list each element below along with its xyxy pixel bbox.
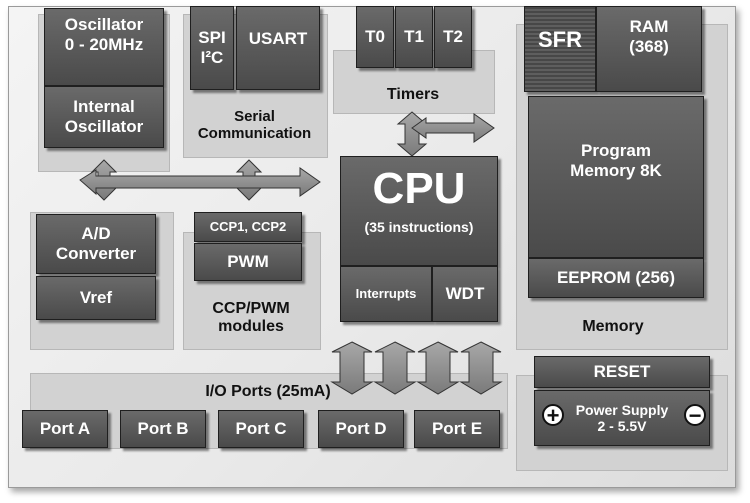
port-e-chip: Port E <box>414 410 500 448</box>
ram-chip: RAM (368) <box>596 6 702 92</box>
adc-label-1: A/D <box>81 224 111 244</box>
serial-caption-2: Communication <box>197 125 312 143</box>
ccp-chip: CCP1, CCP2 <box>194 212 302 242</box>
internal-oscillator-label-2: Oscillator <box>64 117 144 136</box>
internal-oscillator-label-1: Internal <box>73 97 135 117</box>
vref-chip: Vref <box>36 276 156 320</box>
pwm-label: PWM <box>227 252 269 272</box>
power-supply-label-1: Power Supply <box>575 401 669 418</box>
plus-icon: + <box>542 404 564 427</box>
main-bus-arrow <box>79 167 321 197</box>
interrupts-label: Interrupts <box>355 285 417 301</box>
spi-label: SPI <box>198 28 226 48</box>
eeprom-label: EEPROM (256) <box>556 268 676 288</box>
minus-icon: − <box>684 404 706 427</box>
oscillator-label-1: Oscillator <box>64 15 144 34</box>
port-e-label: Port E <box>431 419 483 439</box>
ram-label-1: RAM <box>629 17 669 36</box>
ram-label-2: (368) <box>629 36 669 56</box>
port-a-label: Port A <box>39 419 91 439</box>
program-memory-chip: Program Memory 8K <box>528 96 704 258</box>
port-d-chip: Port D <box>318 410 404 448</box>
i2c-label: I²C <box>200 48 224 67</box>
timer-t1-label: T1 <box>404 27 424 47</box>
spi-i2c-chip: SPI I²C <box>190 6 234 90</box>
cpu-title: CPU <box>372 164 466 213</box>
port-c-chip: Port C <box>218 410 304 448</box>
memory-caption: Memory <box>582 318 644 335</box>
program-memory-label-1: Program <box>581 141 651 160</box>
oscillator-chip: Oscillator 0 - 20MHz <box>44 8 164 86</box>
timer-t1-chip: T1 <box>395 6 433 68</box>
program-memory-label-2: Memory 8K <box>570 160 662 180</box>
wdt-chip: WDT <box>432 266 498 322</box>
usart-label: USART <box>248 29 308 48</box>
port-b-label: Port B <box>137 419 189 439</box>
internal-oscillator-chip: Internal Oscillator <box>44 86 164 148</box>
port-a-chip: Port A <box>22 410 108 448</box>
timer-t2-label: T2 <box>443 27 463 47</box>
ccp-caption-1: CCP/PWM <box>212 300 290 317</box>
vref-label: Vref <box>79 288 113 308</box>
port-arrow-4 <box>459 341 503 395</box>
io-caption: I/O Ports (25mA) <box>205 383 331 400</box>
sfr-label: SFR <box>538 27 582 53</box>
cpu-subtitle: (35 instructions) <box>364 219 474 235</box>
timer-t0-label: T0 <box>365 27 385 47</box>
timer-t2-chip: T2 <box>434 6 472 68</box>
port-b-chip: Port B <box>120 410 206 448</box>
port-arrow-3 <box>416 341 460 395</box>
serial-caption: Serial Communication <box>183 108 326 143</box>
sfr-chip: SFR <box>524 6 596 92</box>
port-d-label: Port D <box>335 419 387 439</box>
adc-label-2: Converter <box>55 244 137 263</box>
oscillator-label-2: 0 - 20MHz <box>64 34 144 54</box>
port-c-label: Port C <box>235 419 287 439</box>
serial-caption-1: Serial <box>234 108 275 125</box>
adc-chip: A/D Converter <box>36 214 156 274</box>
timers-caption: Timers <box>386 86 440 103</box>
wdt-label: WDT <box>445 284 485 304</box>
eeprom-chip: EEPROM (256) <box>528 258 704 298</box>
ccp-caption-2: modules <box>218 318 284 336</box>
timer-t0-chip: T0 <box>356 6 394 68</box>
power-supply-label-2: 2 - 5.5V <box>597 418 647 434</box>
reset-chip: RESET <box>534 356 710 388</box>
ccp-caption: CCP/PWM modules <box>183 300 319 337</box>
cpu-chip: CPU (35 instructions) <box>340 156 498 266</box>
port-arrow-1 <box>330 341 374 395</box>
port-arrow-2 <box>373 341 417 395</box>
ccp-label: CCP1, CCP2 <box>209 218 287 234</box>
timers-memory-arrow <box>411 113 495 143</box>
usart-chip: USART <box>236 6 320 90</box>
pwm-chip: PWM <box>194 243 302 281</box>
reset-label: RESET <box>593 362 651 382</box>
interrupts-chip: Interrupts <box>340 266 432 322</box>
